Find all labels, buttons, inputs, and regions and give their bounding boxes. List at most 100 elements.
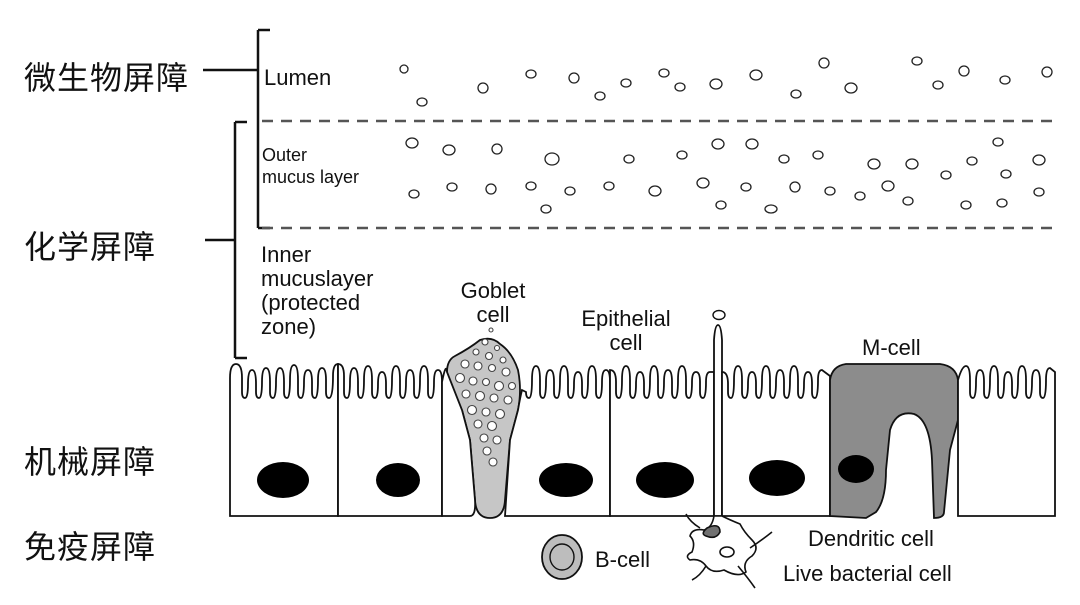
bacterium-dot bbox=[399, 64, 409, 74]
bacterium-dot bbox=[658, 68, 670, 78]
bacterium-dot bbox=[1041, 66, 1053, 78]
mucus-granule bbox=[488, 457, 498, 467]
dendritic-cell-label: Dendritic cell bbox=[808, 526, 934, 551]
bacterium-dot bbox=[1033, 187, 1045, 197]
goblet-line2: cell bbox=[476, 302, 510, 327]
bacterium-dot bbox=[881, 180, 895, 192]
m-cell-label: M-cell bbox=[862, 335, 921, 360]
bacterium-dot bbox=[711, 138, 725, 150]
bacterium-dot bbox=[648, 185, 662, 197]
mucus-granule bbox=[484, 351, 494, 361]
bacterium-dot bbox=[1000, 169, 1012, 179]
sampled-bacterium bbox=[712, 309, 726, 321]
inner-mucus-label: Inner mucuslayer (protected zone) bbox=[261, 243, 373, 339]
bacterium-dot bbox=[812, 150, 824, 160]
mucus-granule bbox=[499, 356, 507, 364]
bacterium-dot bbox=[525, 181, 537, 191]
bacterium-dot bbox=[620, 78, 632, 88]
bacterium-dot bbox=[911, 56, 923, 66]
bacterium-dot bbox=[446, 182, 458, 192]
b-cell bbox=[541, 534, 583, 580]
bacterium-dot bbox=[594, 91, 606, 101]
bacterium-dot bbox=[477, 82, 489, 94]
chemical-barrier-label: 化学屏障 bbox=[24, 228, 157, 266]
bacterium-dot bbox=[525, 69, 537, 79]
epithelial-cell bbox=[504, 365, 611, 517]
bacterium-dot bbox=[696, 177, 710, 189]
bacterium-dot bbox=[442, 144, 456, 156]
bacterium-dot bbox=[960, 200, 972, 210]
epithelial-cell bbox=[229, 363, 339, 517]
bacterium-dot bbox=[996, 198, 1008, 208]
mucus-granule bbox=[481, 407, 491, 417]
bacterium-dot bbox=[544, 152, 560, 166]
dendrite-process bbox=[713, 324, 723, 517]
bacterium-dot bbox=[740, 182, 752, 192]
mucus-granule bbox=[487, 363, 497, 373]
bacterium-dot bbox=[1032, 154, 1046, 166]
bacterium-dot bbox=[854, 191, 866, 201]
bacterium-dot bbox=[564, 186, 576, 196]
epithelial-line1: Epithelial bbox=[581, 306, 671, 331]
mucus-granule bbox=[474, 390, 486, 402]
bacteria-group bbox=[399, 56, 1053, 214]
mucus-granule bbox=[481, 338, 489, 346]
epithelial-cell bbox=[337, 363, 443, 517]
bacterium-dot bbox=[818, 57, 830, 69]
bacterium-dot bbox=[966, 156, 978, 166]
inner-mucus-line4: zone) bbox=[261, 314, 317, 339]
goblet-line1: Goblet bbox=[460, 278, 526, 303]
mucus-granule bbox=[473, 419, 483, 429]
microbial-barrier-label: 微生物屏障 bbox=[24, 59, 190, 97]
inner-mucus-line3: (protected bbox=[261, 290, 361, 315]
mucus-granule bbox=[507, 381, 517, 391]
mucus-granule bbox=[479, 433, 489, 443]
inner-mucus-line2: mucuslayer bbox=[261, 266, 374, 291]
bacterium-dot bbox=[824, 186, 836, 196]
mucus-granule bbox=[461, 389, 471, 399]
mucus-granule bbox=[486, 420, 498, 432]
bacterium-dot bbox=[790, 89, 802, 99]
goblet-granules bbox=[454, 327, 517, 467]
mechanical-barrier-label: 机械屏障 bbox=[24, 443, 157, 481]
mucus-granule bbox=[473, 361, 483, 371]
bacterium-dot bbox=[749, 69, 763, 81]
microbial-bracket bbox=[203, 28, 270, 230]
bacterium-dot bbox=[902, 196, 914, 206]
mucus-granule bbox=[503, 395, 513, 405]
immune-barrier-label: 免疫屏障 bbox=[24, 528, 157, 566]
bacterium-dot bbox=[603, 181, 615, 191]
bacterium-dot bbox=[789, 181, 801, 193]
bacterium-dot bbox=[568, 72, 580, 84]
mucus-granule bbox=[472, 348, 480, 356]
mucus-granule bbox=[493, 380, 505, 392]
epithelial-cell-label: Epithelial cell bbox=[570, 307, 682, 355]
bacterium-dot bbox=[992, 137, 1004, 147]
live-bacterial-cell-label: Live bacterial cell bbox=[783, 561, 952, 586]
mucus-granule bbox=[468, 376, 478, 386]
mucus-granule bbox=[454, 372, 466, 384]
bacterium-dot bbox=[715, 200, 727, 210]
mucus-granule bbox=[488, 327, 494, 333]
bacterium-dot bbox=[623, 154, 635, 164]
mucus-granule bbox=[481, 377, 491, 387]
bacterium-dot bbox=[905, 158, 919, 170]
mucus-granule bbox=[460, 359, 470, 369]
outer-mucus-line2: mucus layer bbox=[262, 167, 360, 187]
bacterium-dot bbox=[940, 170, 952, 180]
outer-mucus-line1: Outer bbox=[262, 145, 308, 165]
epithelial-layer bbox=[229, 309, 1056, 519]
bacterium-dot bbox=[491, 143, 503, 155]
bacterium-dot bbox=[416, 97, 428, 107]
mucus-granule bbox=[489, 393, 499, 403]
b-cell-label: B-cell bbox=[595, 547, 651, 572]
outer-mucus-label: Outer mucus layer bbox=[262, 144, 359, 188]
lumen-label: Lumen bbox=[264, 65, 332, 90]
goblet-cell-label: Goblet cell bbox=[454, 279, 532, 327]
bacterium-dot bbox=[485, 183, 497, 195]
bacterium-dot bbox=[674, 82, 686, 92]
bacterium-dot bbox=[745, 138, 759, 150]
bacterium-dot bbox=[932, 80, 944, 90]
bacterium-dot bbox=[408, 189, 420, 199]
